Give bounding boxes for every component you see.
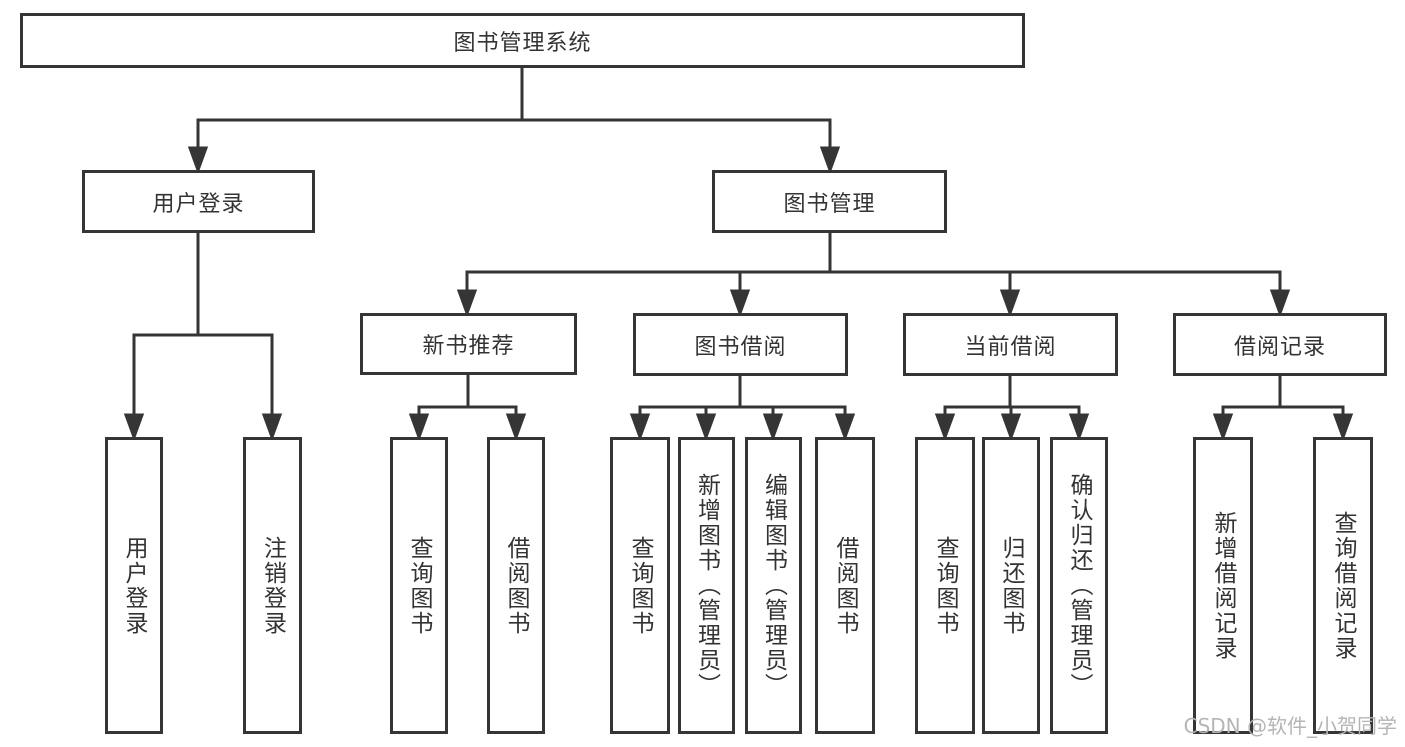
node-library-management-system: 图书管理系统: [20, 13, 1025, 68]
node-current-borrow: 当前借阅: [903, 313, 1118, 376]
leaf-user-login: 用户登录: [105, 437, 163, 734]
node-book-borrow: 图书借阅: [633, 313, 848, 376]
leaf-borrow-book-under-recommend: 借阅图书: [487, 437, 545, 734]
leaf-borrow-book-under-borrow: 借阅图书: [815, 437, 875, 734]
leaf-return-book: 归还图书: [982, 437, 1040, 734]
leaf-query-book-under-current: 查询图书: [915, 437, 975, 734]
leaf-query-book-under-recommend: 查询图书: [390, 437, 448, 734]
node-new-book-recommend: 新书推荐: [360, 313, 577, 375]
leaf-edit-book-admin: 编辑图书（管理员）: [745, 437, 802, 734]
leaf-confirm-return-admin: 确认归还（管理员）: [1050, 437, 1108, 734]
node-book-management: 图书管理: [712, 170, 947, 233]
node-user-login: 用户登录: [82, 170, 315, 233]
leaf-add-borrow-record: 新增借阅记录: [1193, 437, 1253, 734]
leaf-query-borrow-record: 查询借阅记录: [1313, 437, 1373, 734]
node-borrow-records: 借阅记录: [1173, 313, 1387, 376]
leaf-add-book-admin: 新增图书（管理员）: [678, 437, 735, 734]
leaf-logout: 注销登录: [243, 437, 302, 734]
csdn-watermark: CSDN @软件_小贺同学: [1183, 714, 1397, 738]
leaf-query-book-under-borrow: 查询图书: [610, 437, 670, 734]
